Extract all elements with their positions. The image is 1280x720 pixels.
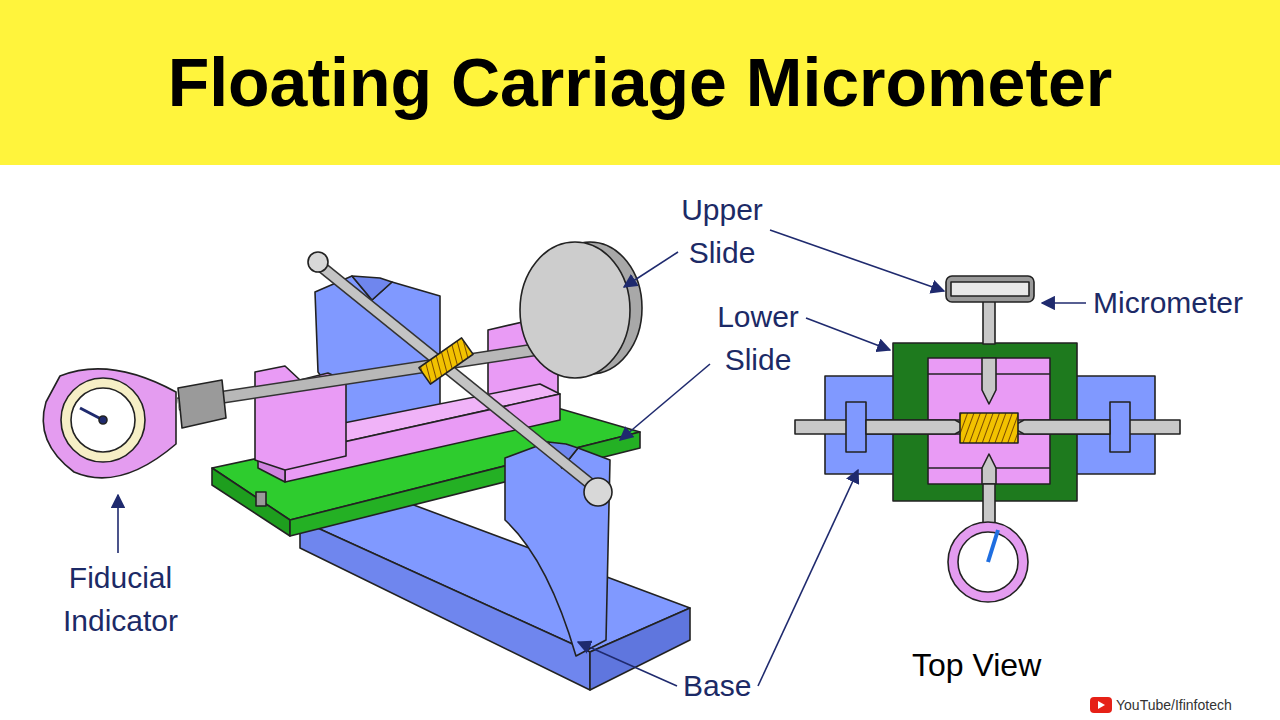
part-label: Fiducial Indicator bbox=[48, 556, 193, 642]
part-label: Lower Slide bbox=[698, 295, 818, 381]
view-label: Top View bbox=[912, 646, 1041, 684]
part-label: Base bbox=[683, 668, 751, 704]
watermark: YouTube/Ifinfotech bbox=[1116, 696, 1232, 714]
part-label: Micrometer bbox=[1093, 285, 1243, 321]
base-pillar bbox=[505, 442, 610, 656]
leader-lines bbox=[118, 230, 1086, 686]
top-view bbox=[795, 276, 1180, 602]
part-label: Upper Slide bbox=[662, 188, 782, 274]
title: Floating Carriage Micrometer bbox=[0, 40, 1280, 124]
fiducial-indicator bbox=[43, 369, 176, 478]
centre-rod bbox=[308, 252, 612, 506]
youtube-icon bbox=[1090, 697, 1112, 713]
